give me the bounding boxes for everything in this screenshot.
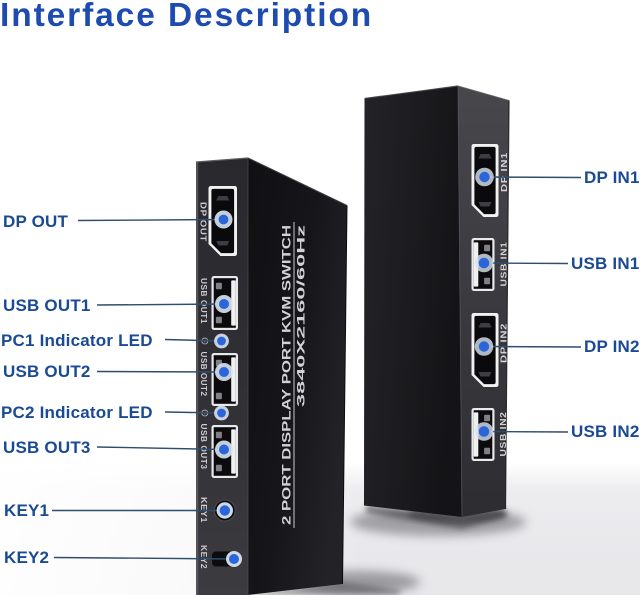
right-device: DP IN1 USB IN1 DP IN2 USB IN2 — [364, 85, 510, 518]
left-device-left-bevel — [196, 161, 199, 595]
callout-line-dp-out — [77, 218, 224, 222]
right-device-right-edge — [504, 100, 510, 510]
right-device-top-edge — [364, 85, 459, 100]
page-title: Interface Description — [0, 0, 374, 34]
right-device-front-face — [364, 86, 462, 517]
callout-label-usb-in2: USB IN2 — [571, 422, 640, 441]
printed-label-usb-in2: USB IN2 — [499, 411, 508, 456]
callout-line-usb-in1 — [483, 262, 569, 265]
dot-usb-in1 — [474, 253, 494, 273]
side-text-resolution: 3840X2160/60Hz — [295, 224, 307, 407]
left-device-top-edge — [195, 157, 249, 163]
callout-line-pc1-led — [164, 338, 222, 342]
callout-line-pc2-led — [164, 411, 222, 414]
dot-dp-in2 — [474, 337, 494, 356]
callout-label-pc2-indicator-led: PC2 Indicator LED — [1, 402, 153, 422]
printed-label-key2: KEY2 — [199, 545, 208, 569]
side-text-model: 2 PORT DISPLAY PORT KVM SWITCH — [280, 225, 294, 525]
dot-usb-out2 — [215, 363, 233, 381]
left-device-contact-shadow — [250, 582, 400, 595]
callout-line-usb-out2 — [96, 370, 225, 373]
dot-usb-out3 — [215, 440, 233, 459]
left-device-side-face — [248, 158, 347, 595]
callout-line-usb-in2 — [483, 430, 569, 433]
callout-line-dp-in2 — [483, 345, 582, 348]
callout-label-dp-in2: DP IN2 — [584, 337, 640, 356]
dp-in2-port — [471, 313, 499, 387]
callout-label-usb-out3: USB OUT3 — [3, 437, 91, 457]
printed-label-dp-in1: DP IN1 — [500, 152, 509, 192]
right-device-top-right-edge — [457, 85, 510, 101]
callout-line-usb-out3 — [96, 446, 225, 451]
right-device-contact-shadow — [366, 505, 506, 529]
printed-label-dp-in2: DP IN2 — [500, 323, 509, 363]
dot-pc1-led — [214, 333, 229, 349]
printed-label-usb-out3: USB OUT3 — [199, 424, 208, 470]
dot-dp-out — [214, 210, 233, 229]
dot-key1 — [216, 502, 233, 519]
callout-label-pc1-indicator-led: PC1 Indicator LED — [1, 330, 153, 350]
callout-lines — [52, 176, 582, 560]
callout-line-key2 — [53, 556, 235, 560]
dp-in1-port — [471, 144, 499, 217]
callout-label-usb-out1: USB OUT1 — [3, 295, 91, 315]
right-device-ridge-highlight — [457, 85, 463, 518]
callout-label-dp-out: DP OUT — [3, 211, 69, 231]
left-device-top-side-edge — [247, 157, 348, 206]
dot-dp-in1 — [475, 167, 494, 187]
callout-dots — [214, 167, 494, 567]
printed-label-usb-in1: USB IN1 — [500, 241, 509, 286]
dot-usb-out1 — [215, 295, 233, 313]
printed-label-dp-out: DP OUT — [199, 202, 208, 242]
callout-line-usb-out1 — [96, 303, 225, 306]
printed-label-usb-out2: USB OUT2 — [199, 352, 208, 397]
dot-pc2-led — [214, 405, 229, 421]
printed-label-usb-out1: USB OUT1 — [199, 278, 208, 324]
left-device-right-edge — [342, 205, 348, 585]
callout-label-dp-in1: DP IN1 — [584, 167, 640, 187]
callout-label-key1: KEY1 — [4, 501, 50, 520]
callout-label-usb-out2: USB OUT2 — [3, 362, 91, 381]
dot-usb-in2 — [474, 422, 494, 441]
callout-label-usb-in1: USB IN1 — [571, 253, 640, 273]
callout-line-dp-in1 — [484, 176, 582, 179]
dot-key2 — [226, 551, 242, 567]
callout-label-key2: KEY2 — [4, 548, 50, 567]
side-panel-text: 2 PORT DISPLAY PORT KVM SWITCH 3840X2160… — [280, 222, 307, 528]
